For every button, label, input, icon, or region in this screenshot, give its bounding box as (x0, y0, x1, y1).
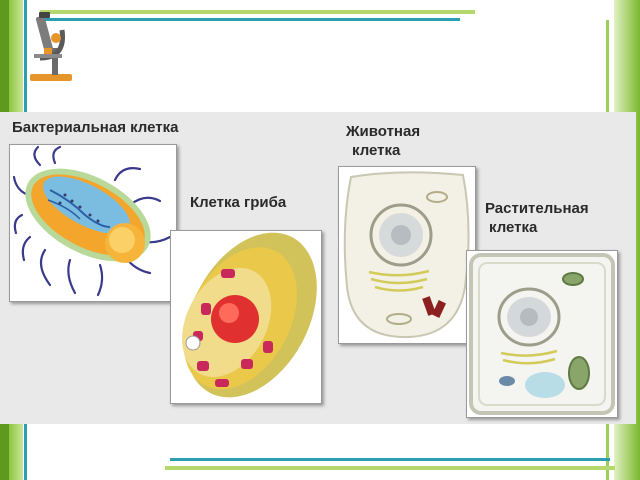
bottom-line-green (165, 466, 615, 470)
fungal-cell-image (170, 230, 322, 404)
microscope-icon (26, 8, 76, 83)
bacterial-cell-image (9, 144, 177, 302)
plant-cell-image (466, 250, 618, 418)
animal-cell-image (338, 166, 476, 344)
plant-cell-label-line2: клетка (489, 219, 538, 236)
top-line-teal (40, 18, 460, 21)
animal-cell-label-line2: клетка (352, 142, 401, 159)
bacterial-cell-label: Бактериальная клетка (12, 119, 179, 136)
animal-cell-label-line1: Животная (346, 123, 421, 140)
top-line-green (40, 10, 475, 14)
bottom-line-teal (170, 458, 610, 461)
fungal-cell-label: Клетка гриба (190, 194, 287, 211)
plant-cell-label-line1: Растительная (485, 200, 589, 217)
